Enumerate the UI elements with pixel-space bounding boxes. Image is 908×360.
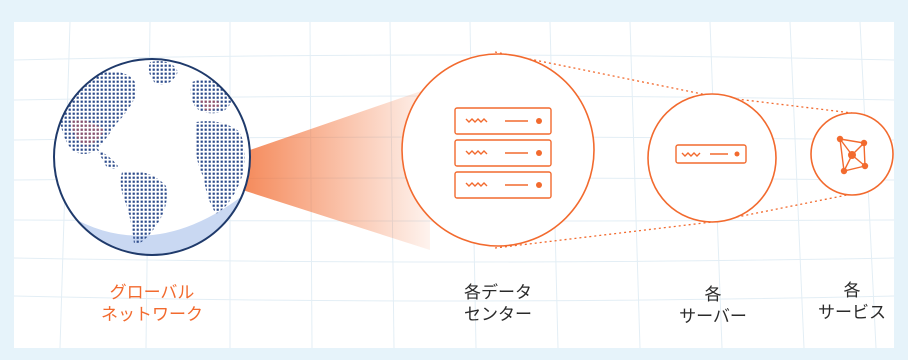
label-server: 各 サーバー	[679, 285, 747, 327]
server-icon	[675, 144, 747, 164]
beam-globe-to-datacenter	[186, 88, 430, 250]
label-service: 各 サービス	[818, 281, 886, 323]
label-global-network: グローバル ネットワーク	[101, 283, 203, 325]
server-rack-icon	[454, 107, 552, 199]
datacenter-node	[401, 53, 595, 247]
label-datacenter: 各データ センター	[464, 283, 532, 325]
globe-icon	[53, 58, 251, 256]
service-node	[810, 112, 894, 196]
server-node	[647, 93, 777, 223]
